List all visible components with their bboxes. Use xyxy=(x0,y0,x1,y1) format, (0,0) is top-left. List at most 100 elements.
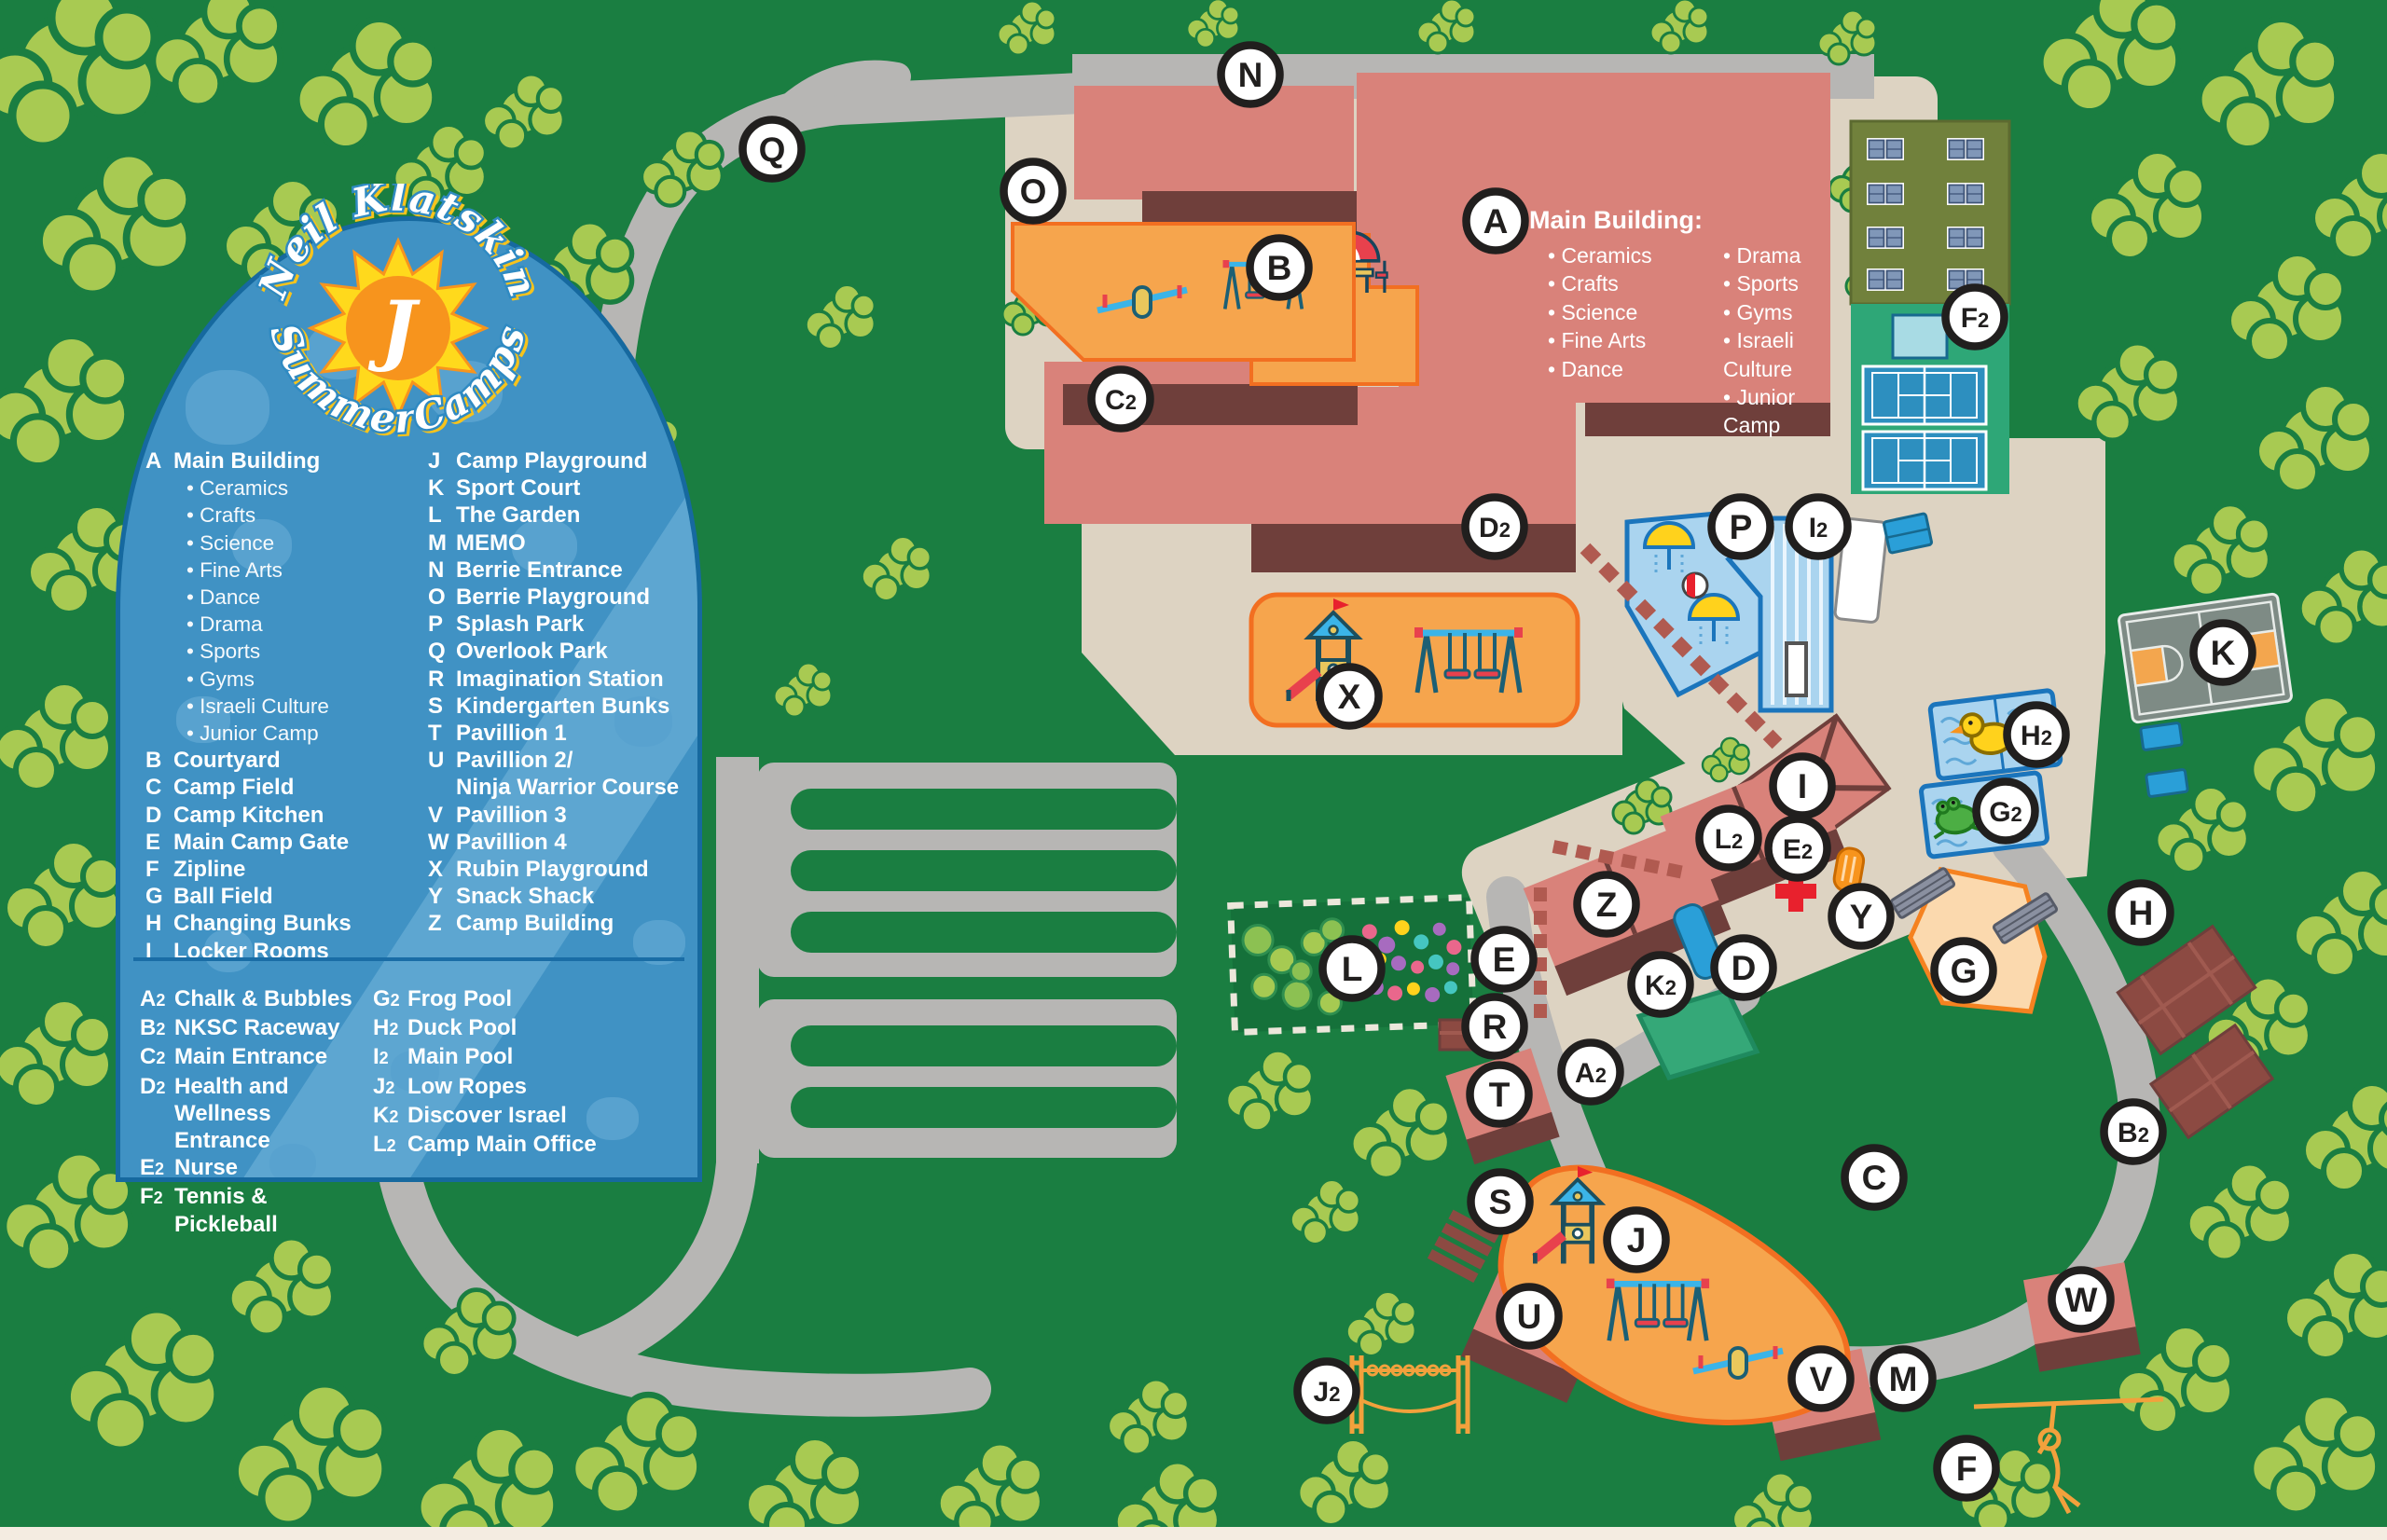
svg-text:H2: H2 xyxy=(2021,721,2052,751)
brick-walls xyxy=(1534,543,1783,1025)
svg-text:F: F xyxy=(1956,1450,1978,1488)
callout-title: Main Building: xyxy=(1529,206,1703,234)
marker-A[interactable]: A xyxy=(1462,187,1529,254)
marker-O[interactable]: O xyxy=(1000,158,1067,225)
marker-I2[interactable]: I2 xyxy=(1785,493,1852,560)
marker-H[interactable]: H xyxy=(2107,879,2174,946)
svg-text:A: A xyxy=(1483,202,1509,241)
marker-B[interactable]: B xyxy=(1246,234,1313,301)
callout-item: Crafts xyxy=(1548,269,1704,297)
callout-column-1: CeramicsCraftsScienceFine ArtsDance xyxy=(1529,241,1704,440)
sun-center xyxy=(346,276,450,380)
marker-J2[interactable]: J2 xyxy=(1293,1357,1360,1424)
camp-logo: J Neil Klatskin SummerCamps xyxy=(246,184,547,445)
marker-F2[interactable]: F2 xyxy=(1941,283,2008,351)
pool-bench xyxy=(1883,512,1933,555)
main-building-callout: Main Building: CeramicsCraftsScienceFine… xyxy=(1529,206,1846,440)
legend-decor xyxy=(120,221,697,1177)
marker-B2[interactable]: B2 xyxy=(2100,1098,2167,1165)
legend-subitem: Dance xyxy=(145,584,428,611)
svg-text:P: P xyxy=(1730,508,1753,546)
marker-L2[interactable]: L2 xyxy=(1695,804,1762,872)
marker-F[interactable]: F xyxy=(1933,1435,2000,1502)
shade-structure xyxy=(1833,517,1889,624)
legend-item-D2-cont: Entrance xyxy=(174,1128,270,1154)
callout-item: Junior Camp xyxy=(1723,383,1846,440)
svg-text:D: D xyxy=(1732,949,1757,987)
marker-S[interactable]: S xyxy=(1467,1168,1534,1235)
svg-text:F2: F2 xyxy=(1961,303,1990,334)
marker-V[interactable]: V xyxy=(1787,1345,1855,1412)
marker-C[interactable]: C xyxy=(1841,1144,1908,1211)
svg-text:G2: G2 xyxy=(1989,797,2022,828)
svg-text:L: L xyxy=(1342,950,1363,988)
marker-R[interactable]: R xyxy=(1461,993,1528,1060)
svg-text:E2: E2 xyxy=(1783,834,1813,865)
marker-C2[interactable]: C2 xyxy=(1087,365,1154,433)
svg-text:T: T xyxy=(1489,1076,1511,1114)
svg-text:D2: D2 xyxy=(1479,513,1511,543)
svg-text:I2: I2 xyxy=(1809,513,1828,543)
svg-text:N: N xyxy=(1238,56,1263,94)
svg-text:V: V xyxy=(1810,1360,1833,1398)
svg-text:U: U xyxy=(1517,1298,1542,1336)
svg-text:S: S xyxy=(1489,1183,1512,1221)
marker-D2[interactable]: D2 xyxy=(1461,493,1528,560)
svg-text:W: W xyxy=(2065,1281,2098,1319)
marker-K2[interactable]: K2 xyxy=(1627,951,1694,1018)
marker-D[interactable]: D xyxy=(1710,934,1777,1001)
marker-P[interactable]: P xyxy=(1707,493,1774,560)
legend-subitem: Science xyxy=(145,529,428,557)
marker-W[interactable]: W xyxy=(2048,1266,2115,1333)
marker-E2[interactable]: E2 xyxy=(1764,815,1831,882)
callout-item: Gyms xyxy=(1723,298,1846,326)
callout-item: Science xyxy=(1548,298,1704,326)
marker-N[interactable]: N xyxy=(1217,41,1284,108)
marker-G2[interactable]: G2 xyxy=(1972,777,2039,845)
marker-E[interactable]: E xyxy=(1470,926,1538,993)
callout-item: Ceramics xyxy=(1548,241,1704,269)
marker-M[interactable]: M xyxy=(1870,1345,1937,1412)
diving-block xyxy=(1785,641,1808,697)
legend-divider xyxy=(133,957,684,961)
marker-H2[interactable]: H2 xyxy=(2003,701,2070,768)
marker-Q[interactable]: Q xyxy=(738,116,806,183)
legend-subitem: Junior Camp xyxy=(145,720,428,747)
marker-K[interactable]: K xyxy=(2189,619,2256,686)
marker-J[interactable]: J xyxy=(1603,1206,1670,1273)
marker-G[interactable]: G xyxy=(1930,937,1997,1004)
marker-Z[interactable]: Z xyxy=(1573,871,1640,938)
svg-text:R: R xyxy=(1483,1008,1508,1046)
marker-T[interactable]: T xyxy=(1466,1061,1533,1128)
marker-A2[interactable]: A2 xyxy=(1557,1038,1624,1106)
svg-text:Q: Q xyxy=(759,131,786,169)
marker-X[interactable]: X xyxy=(1316,663,1383,730)
marker-U[interactable]: U xyxy=(1496,1283,1563,1350)
marker-Y[interactable]: Y xyxy=(1828,883,1895,950)
legend-subitem: Drama xyxy=(145,611,428,638)
marker-I[interactable]: I xyxy=(1769,752,1836,819)
marker-L[interactable]: L xyxy=(1318,935,1386,1002)
pickleball-courts xyxy=(1849,119,2011,306)
